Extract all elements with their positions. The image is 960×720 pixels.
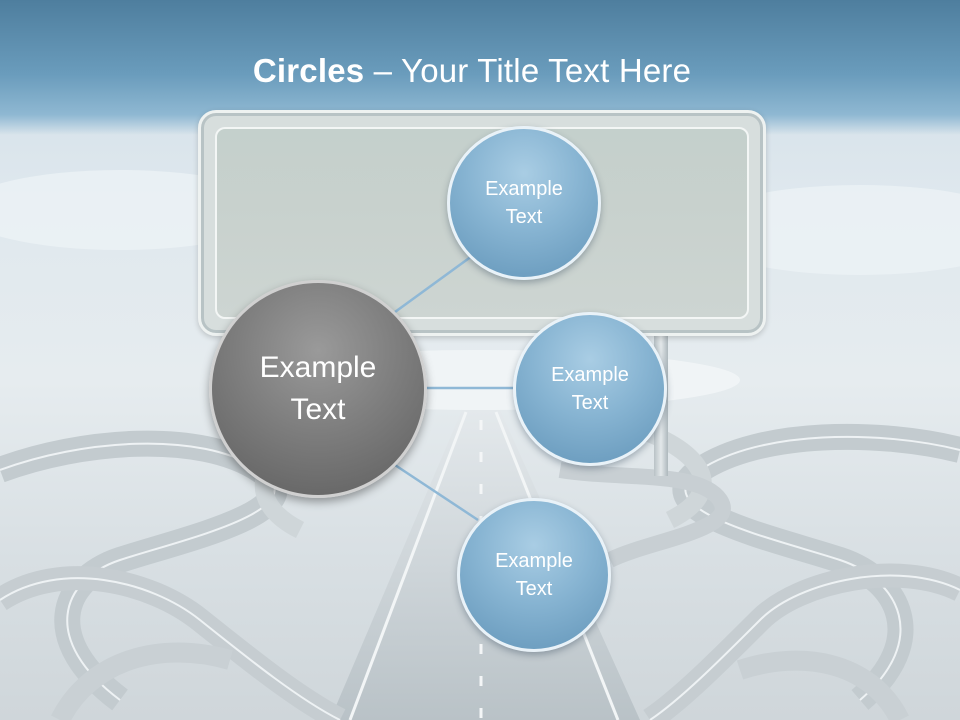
circle-node-bottom-text: Example Text [495,550,573,600]
center-circle-text: Example Text [259,351,377,426]
connector-bottom [394,463,479,522]
center-circle[interactable]: Example Text [209,280,427,498]
slide-title: Circles – Your Title Text Here [0,52,944,90]
circle-node-middle-text: Example Text [551,364,629,414]
connector-top [394,254,473,314]
circle-node-bottom[interactable]: Example Text [457,498,611,652]
title-bold: Circles [252,52,365,89]
circle-node-top-text: Example Text [485,178,563,228]
circle-node-top[interactable]: Example Text [447,126,601,280]
title-rest: – Your Title Text Here [364,52,692,89]
circle-node-middle[interactable]: Example Text [513,312,667,466]
